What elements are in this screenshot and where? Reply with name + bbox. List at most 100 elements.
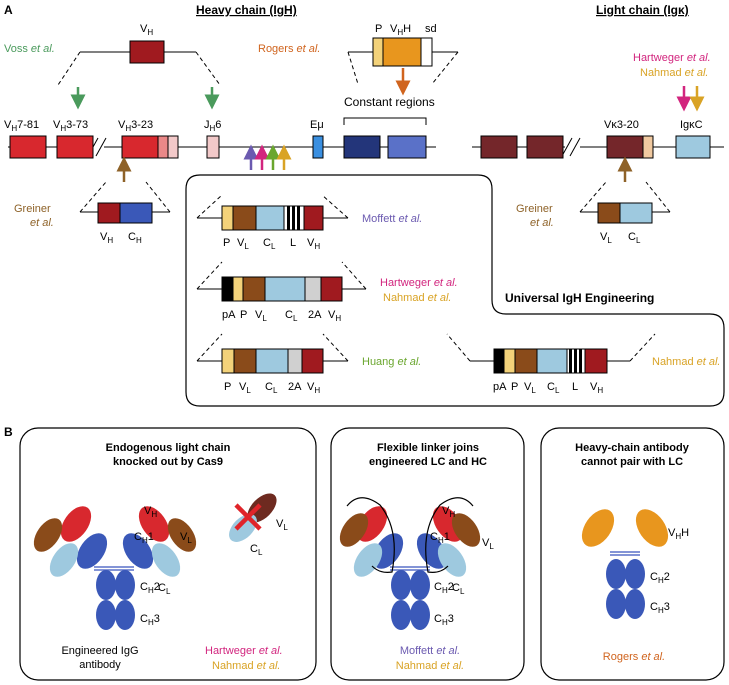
vh7-81-box — [9, 135, 47, 159]
hartweger-citation: Hartweger et al. — [380, 277, 458, 289]
igg-cl-right — [151, 543, 181, 577]
vh3-73-box — [56, 135, 94, 159]
greiner-heavy-vh-label: VH — [100, 231, 113, 245]
greiner-light-vl-label: VL — [600, 231, 612, 245]
igg-vh-right — [138, 506, 170, 542]
constant-region-2 — [387, 135, 427, 159]
box3-title-line1: Heavy-chain antibody — [575, 442, 690, 454]
greiner-heavy-ch — [119, 202, 153, 224]
hartweger-p — [232, 276, 244, 302]
box2-ch3-right — [410, 600, 430, 630]
moffett-cl-label: CL — [263, 237, 276, 251]
igg-ch2-right — [115, 570, 135, 600]
box2-nahmad-citation: Nahmad et al. — [396, 660, 465, 672]
box1-vh-label: VH — [144, 505, 157, 519]
light-locus-break-b — [569, 137, 581, 157]
moffett-linker-stripe-2 — [292, 206, 295, 230]
huang-2a — [287, 348, 303, 374]
vh3-23-box — [121, 135, 159, 159]
voss-citation: Voss et al. — [4, 43, 55, 55]
box2-ch2-right — [410, 570, 430, 600]
nahmad-citation-2: Nahmad et al. — [652, 356, 721, 368]
box2-title-line1: Flexible linker joins — [377, 442, 479, 454]
moffett-linker-label: L — [290, 237, 296, 249]
huang-vh — [301, 348, 324, 374]
hartweger-vh — [320, 276, 343, 302]
huang-citation: Huang et al. — [362, 356, 421, 368]
voss-vh-box — [129, 40, 165, 64]
panel-b-box-1 — [19, 427, 317, 681]
box2-ch1-label: CH1 — [430, 531, 450, 545]
hartweger-dash-left — [196, 261, 223, 290]
hartweger-pa-label: pA — [222, 309, 236, 321]
box1-cl-label: CL — [158, 582, 171, 596]
box1-title-line2: knocked out by Cas9 — [113, 456, 223, 468]
huang-vl — [233, 348, 257, 374]
huang-cl — [255, 348, 289, 374]
vk3-20-tail — [642, 135, 654, 159]
light-v-1 — [480, 135, 518, 159]
light-v-2 — [526, 135, 564, 159]
box2-vl-left — [339, 513, 369, 547]
greiner-light-vl — [597, 202, 621, 224]
huang-dash-left — [196, 333, 223, 362]
box2-vl-label: VL — [482, 537, 494, 551]
box3-vhh-left — [581, 509, 615, 547]
vk3-20-label: Vκ3-20 — [604, 119, 639, 131]
vh3-23-segment-2 — [157, 135, 169, 159]
moffett-cl — [255, 205, 285, 231]
hartweger-cl-label: CL — [285, 309, 298, 323]
vh7-81-label: VH7-81 — [4, 119, 39, 133]
rogers-sd-box — [420, 37, 433, 67]
box1-ch3-label: CH3 — [140, 613, 160, 627]
hartweger-vh-label: VH — [328, 309, 341, 323]
light-chain-title: Light chain (Igκ) — [596, 3, 689, 17]
universal-title: Universal IgH Engineering — [505, 291, 654, 305]
box3-ch3-right — [625, 589, 645, 619]
igg-ch3-right — [115, 600, 135, 630]
box3-ch3-label: CH3 — [650, 601, 670, 615]
vh3-73-label: VH3-73 — [53, 119, 88, 133]
ko-vl — [247, 493, 277, 523]
huang-p — [221, 348, 235, 374]
jh6-label: JH6 — [204, 119, 221, 133]
nahmad-light-citation: Nahmad et al. — [640, 67, 709, 79]
box3-title-line2: cannot pair with LC — [581, 456, 683, 468]
light-locus-break-a — [561, 137, 573, 157]
panel-a-label: A — [4, 3, 13, 17]
nahmad-cl — [536, 348, 568, 374]
ko-cl-label: CL — [250, 543, 263, 557]
cas9-x-mark-b — [234, 503, 262, 531]
igg-ch1-right — [122, 533, 154, 569]
voss-dash-left — [57, 51, 81, 86]
nahmad-linker-stripe-3 — [579, 349, 582, 373]
heavy-chain-title: Heavy chain (IgH) — [196, 3, 297, 17]
box3-vhh-label: VHH — [668, 527, 689, 541]
panel-b-box-2 — [330, 427, 525, 681]
huang-cl-label: CL — [265, 381, 278, 395]
greiner-light-cl-label: CL — [628, 231, 641, 245]
hartweger-cl — [264, 276, 306, 302]
engineered-igg-line1: Engineered IgG — [61, 645, 138, 657]
greiner-heavy-vh — [97, 202, 121, 224]
emu-label: Eμ — [310, 119, 324, 131]
igg-cl-left — [49, 543, 79, 577]
igg-vl-left — [33, 518, 63, 552]
box2-vh-label: VH — [442, 505, 455, 519]
engineered-igg-line2: antibody — [79, 659, 121, 671]
box1-title-line1: Endogenous light chain — [106, 442, 231, 454]
hartweger-2a — [304, 276, 322, 302]
voss-dash-right — [195, 51, 221, 86]
nahmad-cl-label: CL — [547, 381, 560, 395]
hartweger-pa — [221, 276, 234, 302]
hartweger-p-label: P — [240, 309, 247, 321]
hartweger-vl — [242, 276, 266, 302]
nahmad-dash-right — [629, 333, 656, 362]
box2-ch2-label: CH2 — [434, 581, 454, 595]
box2-ch2-left — [391, 570, 411, 600]
huang-2a-label: 2A — [288, 381, 302, 393]
construct-p-label: P — [375, 23, 382, 35]
box1-ch2-label: CH2 — [140, 581, 160, 595]
